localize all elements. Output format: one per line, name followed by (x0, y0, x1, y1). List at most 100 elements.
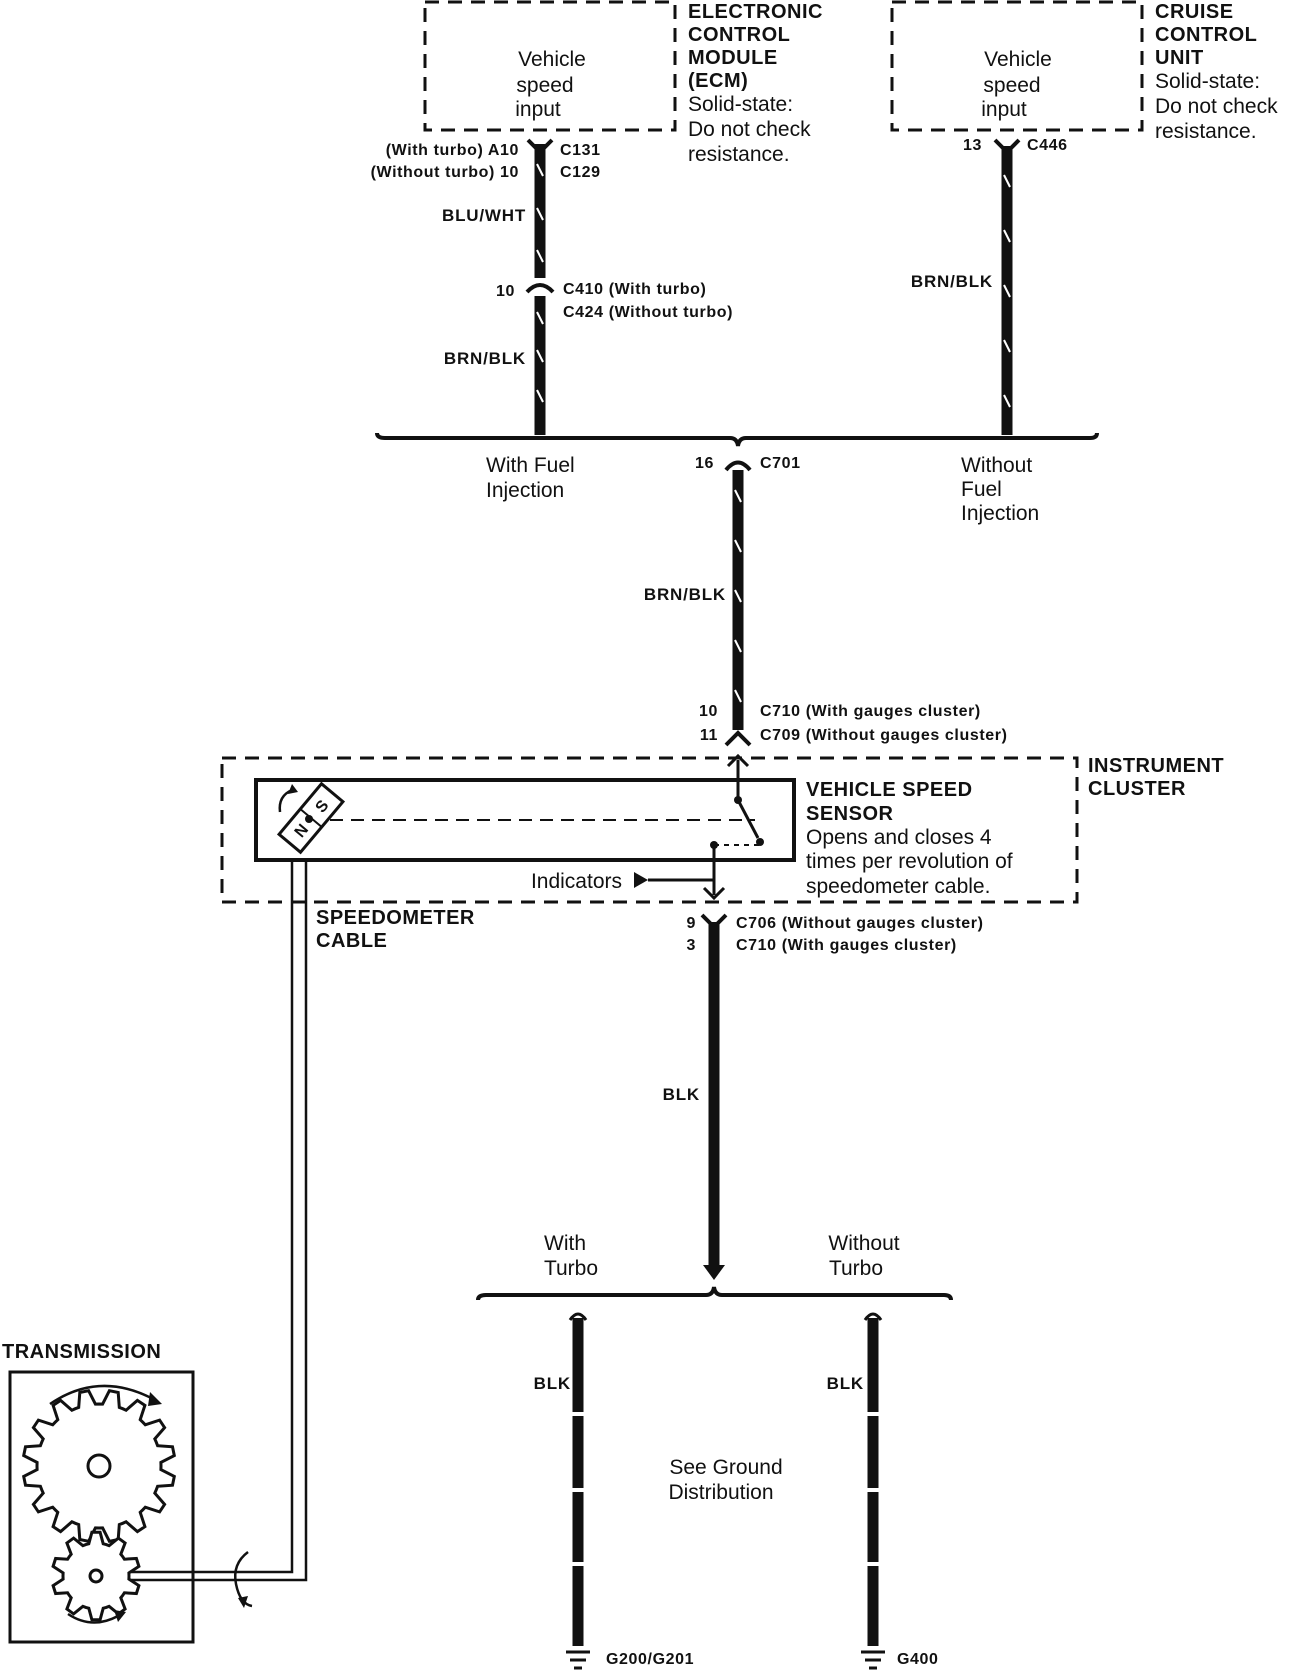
c129-pin-label: (Without turbo) 10 (371, 164, 519, 181)
wire-blk-with-turbo (568, 1312, 588, 1646)
ecm-dashed-box (423, 0, 677, 132)
without-turbo-line-2: Turbo (829, 1257, 883, 1280)
connector-c710-top-symbol (724, 730, 752, 747)
wire-label-blk-2: BLK (534, 1374, 571, 1393)
gear-rotation-arrow-top-icon (49, 1384, 156, 1406)
cruise-note-line-3: resistance. (1155, 120, 1257, 143)
wire-label-blk-3: BLK (827, 1374, 864, 1393)
cable-label-line-1: SPEEDOMETER (316, 907, 475, 929)
ecm-note-line-3: resistance. (688, 143, 790, 166)
large-gear-icon (22, 1389, 176, 1543)
sensor-desc-line-3: speedometer cable. (806, 875, 990, 898)
wire-label-brn-blk-3: BRN/BLK (644, 585, 726, 604)
speedometer-cable (96, 860, 308, 1582)
magnet-s-label: S (312, 797, 332, 816)
ecm-note-line-1: Solid-state: (688, 93, 793, 116)
wire-brn-blk-cruise (1001, 146, 1013, 435)
with-fi-line-2: Injection (486, 479, 564, 502)
instrument-cluster: INSTRUMENT CLUSTER VEHICLE SPEED SENSOR … (220, 753, 1224, 904)
wire-label-brn-blk-2: BRN/BLK (911, 272, 993, 291)
connector-c410-symbol (525, 283, 555, 294)
sensor-title-line-1: VEHICLE SPEED (806, 779, 973, 801)
c424-label: C424 (Without turbo) (563, 304, 733, 321)
without-fi-line-3: Injection (961, 502, 1039, 525)
cruise-box-line-1: Vehicle (984, 48, 1052, 71)
magnet-n-label: N (292, 821, 312, 841)
ecm-title-line-2: CONTROL (688, 24, 790, 46)
big-gear-outline (22, 1389, 176, 1543)
gear-rotation-arrowhead-top-icon (148, 1392, 162, 1406)
cable-label-line-2: CABLE (316, 930, 387, 952)
gear-rotation-arrow-bottom-icon (67, 1612, 119, 1624)
ecm-title-line-3: MODULE (688, 47, 778, 69)
cruise-title-line-1: CRUISE (1155, 1, 1234, 23)
indicators-arrow-icon (634, 872, 648, 888)
ecm-module: Vehicle speed input ELECTRONIC CONTROL M… (423, 0, 823, 166)
c410-pin-label: 10 (496, 283, 515, 300)
ecm-box-line-1: Vehicle (518, 48, 586, 71)
speed-sensor-box (254, 778, 796, 862)
c701-label: C701 (760, 455, 801, 472)
c410-label: C410 (With turbo) (563, 281, 706, 298)
ground-g400-label: G400 (897, 1651, 939, 1668)
switch-arrow-down-icon (702, 886, 726, 901)
fuel-injection-split-bracket (375, 432, 1099, 447)
wire-blk-without-turbo (863, 1312, 883, 1646)
connector-c701-symbol (724, 460, 752, 472)
small-gear-outline (51, 1530, 141, 1622)
wire-brn-blk-main (732, 470, 744, 730)
large-gear-hub (86, 1453, 112, 1479)
c446-pin-label: 13 (963, 137, 982, 154)
cluster-title-line-2: CLUSTER (1088, 778, 1186, 800)
without-fi-line-1: Without (961, 454, 1032, 477)
wire-label-blk-1: BLK (663, 1085, 700, 1104)
magnet-pivot-dot (305, 815, 313, 823)
small-gear-hub (88, 1568, 104, 1584)
sensor-title-line-2: SENSOR (806, 803, 894, 825)
rotation-arrowhead-icon (288, 784, 298, 794)
wire-blu-wht (534, 144, 546, 278)
without-turbo-line-1: Without (828, 1232, 899, 1255)
cruise-title-line-2: CONTROL (1155, 24, 1257, 46)
cable-rotation-arrowhead-icon (238, 1596, 248, 1608)
sensor-desc-line-1: Opens and closes 4 (806, 826, 992, 849)
ground-symbol-icon (861, 1650, 885, 1670)
with-turbo-line-1: With (544, 1232, 586, 1255)
cruise-note-line-1: Solid-state: (1155, 70, 1260, 93)
ecm-box-line-2: speed (516, 74, 573, 97)
c710-bot-label: C710 (With gauges cluster) (736, 937, 957, 954)
ground-symbol-icon (566, 1650, 590, 1670)
with-turbo-line-2: Turbo (544, 1257, 598, 1280)
c446-label: C446 (1027, 137, 1068, 154)
sensor-desc-line-2: times per revolution of (806, 850, 1013, 873)
wire-brn-blk-ecm (534, 296, 546, 435)
c706-label: C706 (Without gauges cluster) (736, 915, 984, 932)
wire-label-brn-blk-1: BRN/BLK (444, 349, 526, 368)
small-gear-icon (51, 1530, 141, 1622)
cruise-title-line-3: UNIT (1155, 47, 1204, 69)
c710-top-pin-label: 10 (699, 703, 718, 720)
ecm-note-line-2: Do not check (688, 118, 811, 141)
cable-rotation-icon (234, 1551, 253, 1608)
with-fi-line-1: With Fuel (486, 454, 575, 477)
ground-g200-label: G200/G201 (606, 1651, 694, 1668)
c710-top-label: C710 (With gauges cluster) (760, 703, 981, 720)
ecm-box-line-3: input (515, 98, 561, 121)
switch-arrow-up-icon (726, 753, 750, 768)
c709-label: C709 (Without gauges cluster) (760, 727, 1008, 744)
cruise-box-line-2: speed (983, 74, 1040, 97)
c701-pin-label: 16 (695, 455, 714, 472)
ecm-title-line-1: ELECTRONIC (688, 1, 823, 23)
ground-note-line-2: Distribution (668, 1481, 773, 1504)
cruise-dashed-box (890, 0, 1144, 132)
c131-label: C131 (560, 142, 601, 159)
connector-c131-symbol (526, 138, 554, 155)
cluster-title-line-1: INSTRUMENT (1088, 755, 1224, 777)
c710-bot-pin-label: 3 (687, 937, 697, 954)
ecm-title-line-4: (ECM) (688, 70, 748, 92)
wire-label-blu-wht: BLU/WHT (442, 206, 526, 225)
turbo-split-bracket (476, 1286, 953, 1301)
c129-label: C129 (560, 164, 601, 181)
switch-blade (736, 799, 760, 839)
